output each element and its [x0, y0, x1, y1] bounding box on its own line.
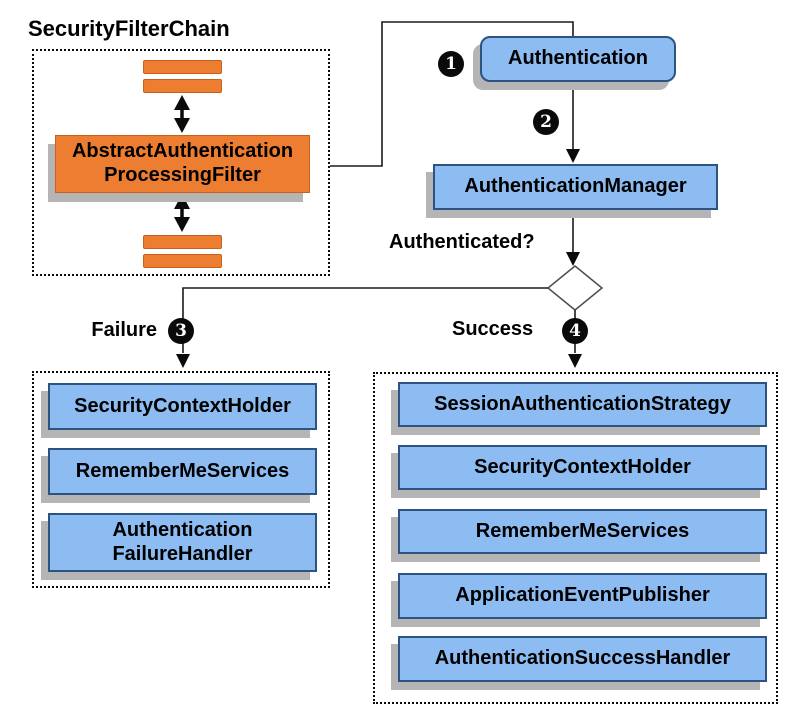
decision-diamond — [546, 265, 604, 311]
authentication-node: Authentication — [480, 36, 676, 82]
step-4-badge: 4 — [562, 318, 588, 344]
arrowhead-failure — [176, 354, 190, 368]
step-1-badge: 1 — [438, 51, 464, 77]
success-handlers-container — [373, 372, 778, 704]
authentication-manager-node: AuthenticationManager — [433, 164, 718, 210]
session-authentication-strategy-node: SessionAuthenticationStrategy — [398, 382, 767, 427]
arrowhead-success — [568, 354, 582, 368]
security-filter-chain-title: SecurityFilterChain — [28, 16, 230, 41]
failure-remember-me-services-node: RememberMeServices — [48, 448, 317, 495]
step-2-badge: 2 — [533, 109, 559, 135]
filter-bar-top-1 — [143, 60, 222, 74]
success-security-context-holder-node: SecurityContextHolder — [398, 445, 767, 490]
filter-bar-top-2 — [143, 79, 222, 93]
arrowhead-to-decision — [566, 252, 580, 266]
filter-bar-bottom-2 — [143, 254, 222, 268]
success-remember-me-services-node: RememberMeServices — [398, 509, 767, 554]
abstract-authentication-processing-filter-node: AbstractAuthentication ProcessingFilter — [55, 135, 310, 193]
success-label: Success — [452, 318, 534, 340]
application-event-publisher-node: ApplicationEventPublisher — [398, 573, 767, 619]
failure-handlers-container — [32, 371, 330, 588]
failure-security-context-holder-node: SecurityContextHolder — [48, 383, 317, 430]
failure-label: Failure — [91, 319, 157, 341]
authentication-failure-handler-node: Authentication FailureHandler — [48, 513, 317, 572]
security-filter-chain-container — [32, 49, 330, 276]
authenticated-question-label: Authenticated? — [389, 231, 535, 253]
step-3-badge: 3 — [168, 318, 194, 344]
authentication-success-handler-node: AuthenticationSuccessHandler — [398, 636, 767, 682]
filter-bar-bottom-1 — [143, 235, 222, 249]
arrowhead-to-manager — [566, 149, 580, 163]
